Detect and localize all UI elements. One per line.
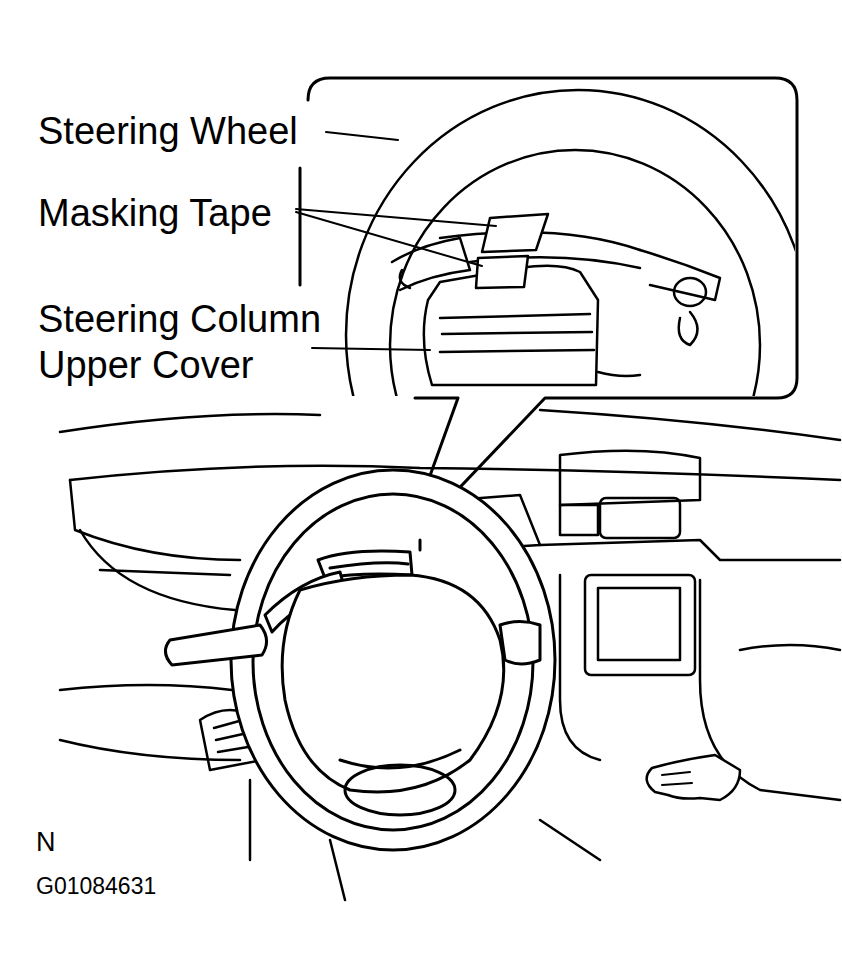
hand-finger — [662, 772, 692, 785]
bracket-line — [299, 168, 302, 285]
hand — [647, 755, 740, 800]
leader-line — [296, 212, 482, 266]
leader-line — [296, 209, 496, 226]
figure-number: G01084631 — [36, 872, 296, 900]
view-letter: N — [36, 826, 96, 858]
steering-wheel — [165, 470, 555, 850]
dashboard — [60, 410, 840, 900]
leader-line — [312, 348, 430, 350]
part-label: Steering Wheel — [38, 108, 328, 154]
part-label: Steering Column Upper Cover — [38, 296, 338, 388]
leader-line — [326, 132, 398, 140]
part-label: Masking Tape — [38, 190, 298, 236]
